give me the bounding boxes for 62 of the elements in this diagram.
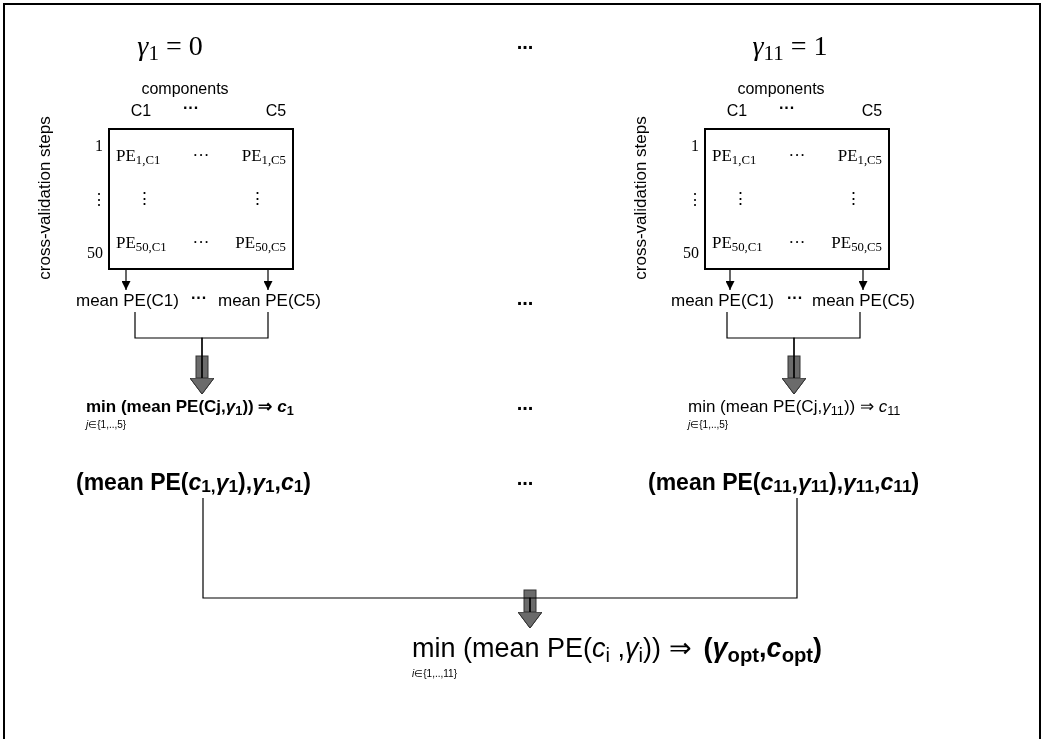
row-label: 50 xyxy=(683,245,699,261)
mean-label: mean PE(C1) xyxy=(671,290,774,312)
bracket-arrow xyxy=(189,311,269,395)
ellipsis: ··· xyxy=(192,144,210,167)
matrix-box xyxy=(108,128,294,270)
ellipsis: ··· xyxy=(787,290,803,306)
column-label: C1 xyxy=(726,103,748,119)
arrow xyxy=(725,269,735,291)
mean-label: mean PE(C5) xyxy=(812,290,915,312)
cell-value: PE$_{1,C5}$ xyxy=(837,144,882,169)
cell-value: PE$_{1,C1}$ xyxy=(712,144,757,169)
mean-label: mean PE(C5) xyxy=(218,290,321,312)
ellipsis: ··· xyxy=(192,231,210,254)
arrow xyxy=(121,269,131,291)
subscript-range: j∈{1,..,5} xyxy=(688,419,730,430)
ellipsis: ⋮ xyxy=(91,192,107,208)
arrow xyxy=(858,269,868,291)
ellipsis: ... xyxy=(516,32,534,52)
tuple-formula: (mean PE(c$_{1,}$γ$_{1}$),γ$_{1}$,c$_{1}$) xyxy=(76,466,311,498)
column-label: C5 xyxy=(861,103,883,119)
column-label: C5 xyxy=(265,103,287,119)
row-label: 1 xyxy=(691,138,699,154)
row-label: 1 xyxy=(95,138,103,154)
cell-value: PE$_{1,C5}$ xyxy=(241,144,286,169)
gamma-heading: γ$_{11}$ = 1 xyxy=(752,32,828,60)
cell-value: PE$_{50,C1}$ xyxy=(116,231,167,256)
row-label: 50 xyxy=(87,245,103,261)
arrow xyxy=(263,269,273,291)
ellipsis: ··· xyxy=(183,100,199,116)
bracket-arrow xyxy=(781,311,861,395)
ellipsis: ··· xyxy=(788,144,806,167)
ellipsis: ··· xyxy=(779,100,795,116)
bracket-arrow xyxy=(517,497,798,629)
matrix-box xyxy=(704,128,890,270)
cell-value: PE$_{50,C1}$ xyxy=(712,231,763,256)
formula: min (mean PE(Cj,γ$_{11}$)) ⇒ c$_{11}$ xyxy=(688,396,901,420)
subscript-range: i∈{1,..,11} xyxy=(412,668,458,679)
ellipsis: ... xyxy=(516,288,534,308)
axis-label: cross-validation steps xyxy=(630,115,652,282)
ellipsis: ··· xyxy=(788,231,806,254)
column-label: C1 xyxy=(130,103,152,119)
axis-label: components xyxy=(737,81,825,97)
ellipsis: ⋮ xyxy=(731,188,749,211)
cell-value: PE$_{1,C1}$ xyxy=(116,144,161,169)
ellipsis: ⋮ xyxy=(249,188,267,211)
cell-value: PE$_{50,C5}$ xyxy=(831,231,882,256)
axis-label: cross-validation steps xyxy=(34,115,56,282)
subscript-range: j∈{1,..,5} xyxy=(86,419,128,430)
mean-label: mean PE(C1) xyxy=(76,290,179,312)
tuple-formula: (mean PE(c$_{11}$,γ$_{11}$),γ$_{11}$,c$_{11}$) xyxy=(648,466,920,498)
formula: min (mean PE(c$_{i}$ ,γ$_{i}$)) ⇒ xyxy=(412,632,692,669)
ellipsis: ··· xyxy=(191,290,207,306)
ellipsis: ⋮ xyxy=(845,188,863,211)
axis-label: components xyxy=(141,81,229,97)
ellipsis: ⋮ xyxy=(135,188,153,211)
ellipsis: ⋮ xyxy=(687,192,703,208)
cell-value: PE$_{50,C5}$ xyxy=(235,231,286,256)
ellipsis: ... xyxy=(516,468,534,488)
formula: min (mean PE(Cj,γ$_{1}$)) ⇒ c$_{1}$ xyxy=(86,396,294,420)
gamma-heading: γ$_{1}$ = 0 xyxy=(137,32,203,60)
result-formula: (γ$_{opt}$,c$_{opt}$) xyxy=(703,632,823,669)
ellipsis: ... xyxy=(516,393,534,413)
